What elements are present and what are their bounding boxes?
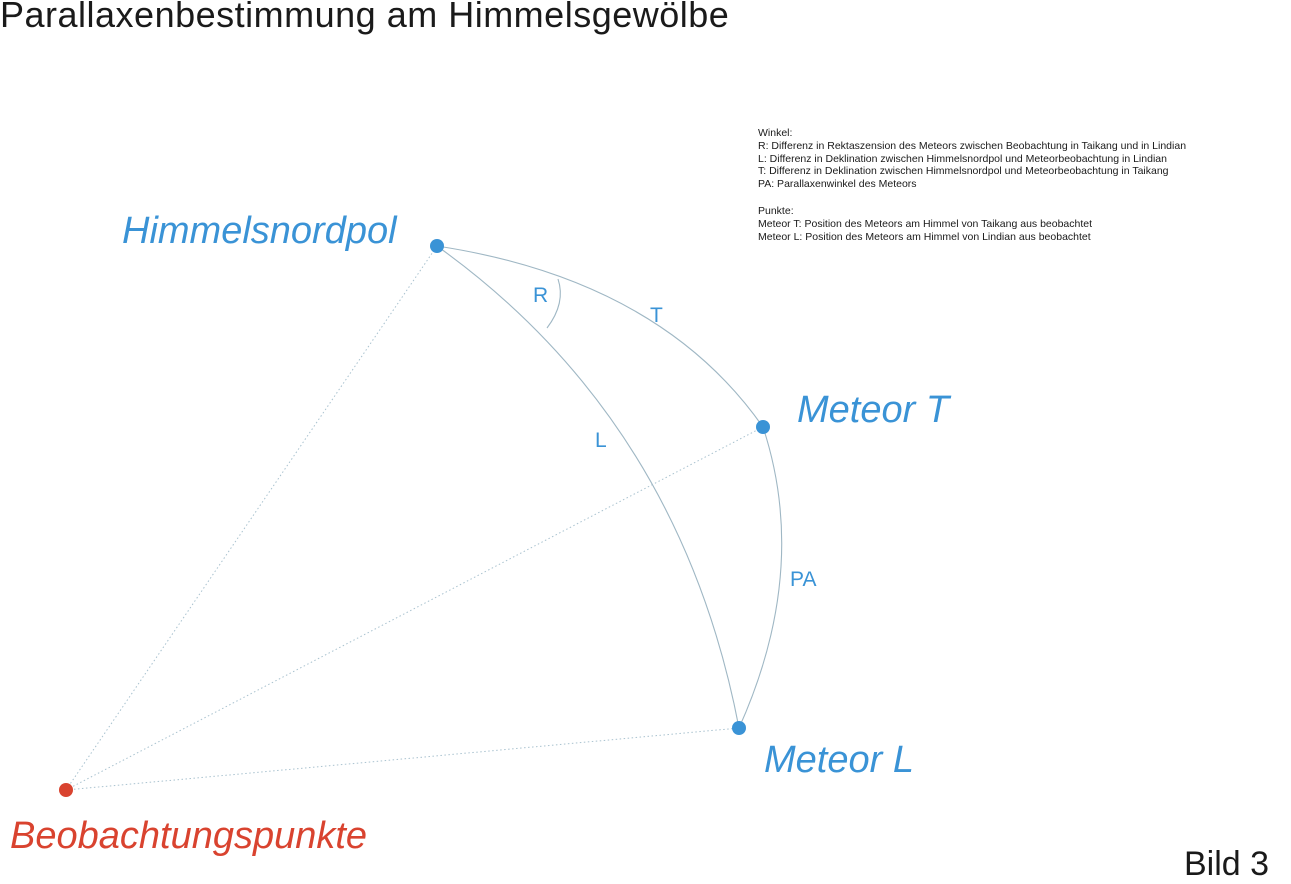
arc-label-l: L	[595, 429, 607, 452]
arc-label-r: R	[533, 284, 548, 307]
pole-label: Himmelsnordpol	[122, 210, 398, 252]
pole-point	[430, 239, 444, 253]
legend-angles-heading: Winkel:	[758, 127, 793, 139]
observer-label: Beobachtungspunkte	[10, 815, 367, 857]
sight-line-meteor-l	[65, 727, 740, 791]
legend-points-heading: Punkte:	[758, 204, 794, 217]
legend-point-meteor-t: Meteor T: Position des Meteors am Himmel…	[758, 217, 1093, 230]
meteor-t-label: Meteor T	[797, 389, 952, 431]
angle-r-marker	[546, 278, 561, 329]
legend-angle-l: L: Differenz in Deklination zwischen Him…	[758, 152, 1167, 165]
sight-line-pole	[65, 245, 438, 791]
sight-line-meteor-t	[65, 426, 764, 791]
figure-number: Bild 3	[1184, 845, 1270, 883]
arc-l	[436, 245, 740, 729]
arc-t	[436, 245, 764, 428]
legend-angle-pa: PA: Parallaxenwinkel des Meteors	[758, 178, 917, 191]
legend-angle-r: R: Differenz in Rektaszension des Meteor…	[758, 139, 1187, 152]
arc-label-t: T	[650, 304, 663, 327]
arc-pa	[738, 426, 783, 729]
legend-point-meteor-l: Meteor L: Position des Meteors am Himmel…	[758, 230, 1091, 243]
observer-point	[59, 783, 73, 797]
legend-angle-t: T: Differenz in Deklination zwischen Him…	[758, 165, 1169, 178]
legend: Winkel: R: Differenz in Rektaszension de…	[758, 127, 1186, 243]
meteor-l-point	[732, 721, 746, 735]
arc-label-pa: PA	[790, 568, 816, 591]
page-title: Parallaxenbestimmung am Himmelsgewölbe	[0, 0, 730, 35]
meteor-t-point	[756, 420, 770, 434]
meteor-l-label: Meteor L	[764, 739, 914, 781]
